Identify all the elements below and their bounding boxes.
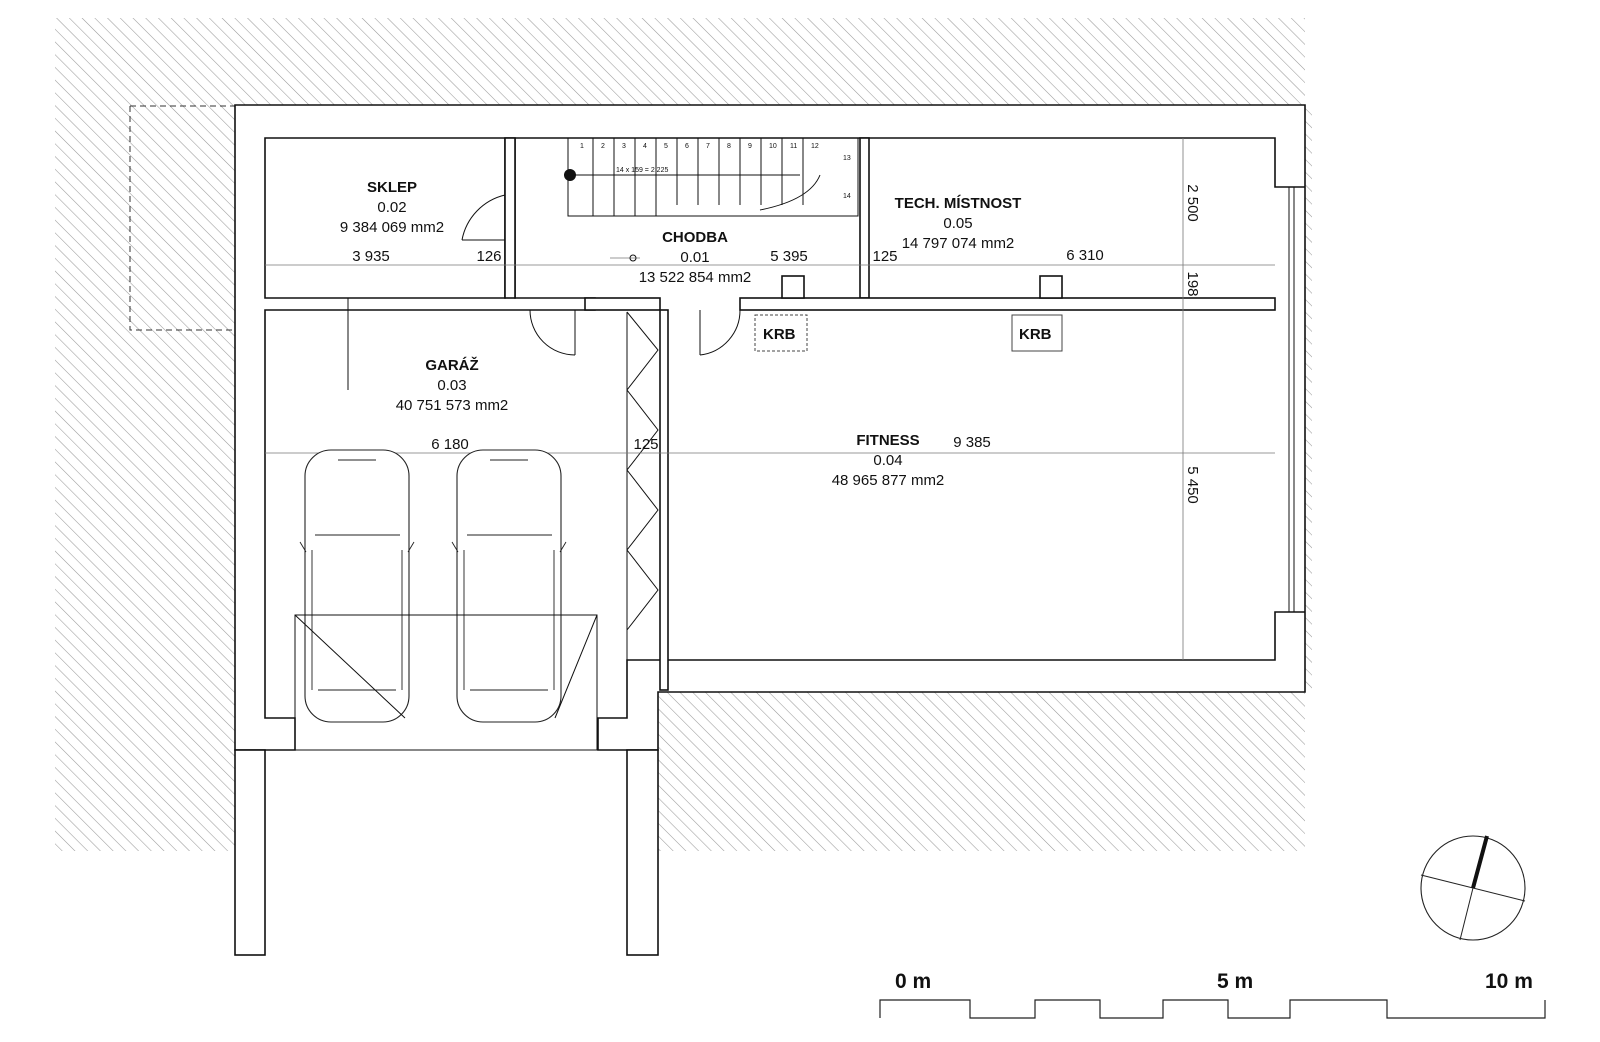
stair-step-number: 13 — [843, 155, 851, 162]
dim-height-198: 198 — [1184, 271, 1201, 296]
dim-wall-126: 126 — [476, 248, 501, 265]
dim-tech-width: 6 310 — [1066, 247, 1104, 264]
stair-step-number: 12 — [811, 143, 819, 150]
stair-step-number: 5 — [664, 143, 668, 150]
stair-step-number: 9 — [748, 143, 752, 150]
stair-step-number: 3 — [622, 143, 626, 150]
north-arrow-icon — [1420, 835, 1526, 941]
shaft — [626, 311, 659, 660]
dim-sklep-width: 3 935 — [352, 248, 390, 265]
stair-step-number: 8 — [727, 143, 731, 150]
doors — [347, 194, 741, 390]
scale-label-end: 10 m — [1485, 970, 1533, 993]
room-name-garaz: GARÁŽ — [425, 356, 478, 374]
room-code-tech: 0.05 — [943, 215, 972, 232]
stair-step-number: 4 — [643, 143, 647, 150]
dimension-lines — [265, 138, 1275, 660]
dim-garaz-width: 6 180 — [431, 436, 469, 453]
room-name-fitness: FITNESS — [856, 432, 919, 449]
scale-label-start: 0 m — [895, 970, 931, 993]
room-area-sklep: 9 384 069 mm2 — [340, 219, 444, 236]
car-right — [451, 449, 567, 723]
scale-label-mid: 5 m — [1217, 970, 1253, 993]
dim-height-2500: 2 500 — [1184, 184, 1201, 222]
stair-step-number: 7 — [706, 143, 710, 150]
dim-height-5450: 5 450 — [1184, 466, 1201, 504]
stair-start-dot — [564, 169, 576, 181]
dashed-outline — [129, 105, 237, 331]
car-left — [299, 449, 415, 723]
stair-step-number: 11 — [790, 143, 797, 150]
room-area-tech: 14 797 074 mm2 — [902, 235, 1015, 252]
dim-chodba-width: 5 395 — [770, 248, 808, 265]
room-code-fitness: 0.04 — [873, 452, 902, 469]
room-area-fitness: 48 965 877 mm2 — [832, 472, 945, 489]
room-area-garaz: 40 751 573 mm2 — [396, 397, 509, 414]
room-code-chodba: 0.01 — [680, 249, 709, 266]
walls — [234, 104, 1306, 956]
dim-wall-125-mid: 125 — [633, 436, 658, 453]
dimension-labels: 3 935 126 5 395 125 6 310 6 180 125 9 38… — [352, 184, 1201, 504]
room-name-chodba: CHODBA — [662, 229, 728, 246]
dim-fitness-width: 9 385 — [953, 434, 991, 451]
cars — [294, 449, 598, 751]
stair-step-number: 6 — [685, 143, 689, 150]
terrain-hatch — [55, 18, 1312, 851]
scale-bar: 0 m 5 m 10 m — [879, 970, 1546, 1019]
stair-step-number: 14 — [843, 193, 851, 200]
room-name-tech: TECH. MÍSTNOST — [895, 195, 1022, 212]
room-code-sklep: 0.02 — [377, 199, 406, 216]
stair-step-number: 10 — [769, 143, 777, 150]
window — [1288, 187, 1295, 612]
room-name-sklep: SKLEP — [367, 179, 417, 196]
stair-step-number: 2 — [601, 143, 605, 150]
stair-step-number: 1 — [580, 143, 584, 150]
dim-wall-125-top: 125 — [872, 248, 897, 265]
stair-note: 14 x 159 = 2 225 — [616, 167, 668, 174]
room-labels: SKLEP 0.02 9 384 069 mm2 CHODBA 0.01 13 … — [340, 179, 1021, 489]
room-code-garaz: 0.03 — [437, 377, 466, 394]
krb-label-1: KRB — [763, 326, 796, 343]
krb-label-2: KRB — [1019, 326, 1052, 343]
fireplace-labels: KRB KRB — [754, 314, 1063, 352]
room-area-chodba: 13 522 854 mm2 — [639, 269, 752, 286]
